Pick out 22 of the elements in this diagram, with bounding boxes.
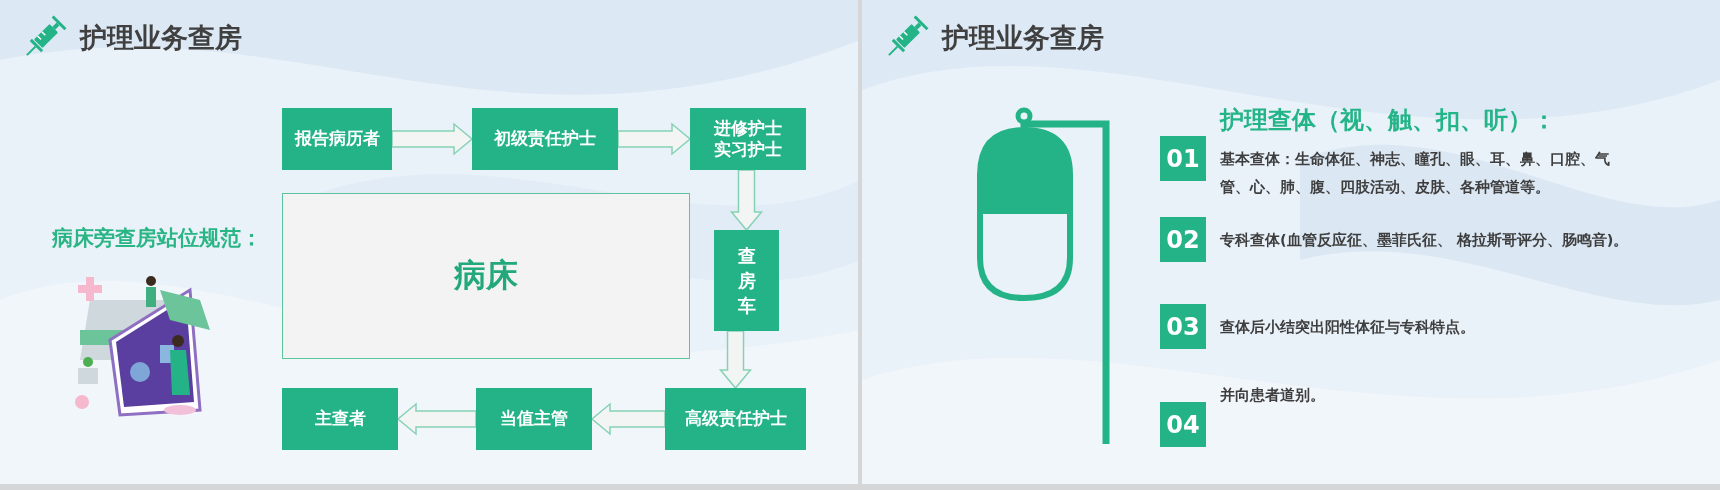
slide-title: 护理业务查房 [80,21,242,55]
section-heading: 病床旁查房站位规范： [52,225,262,252]
process-box: 报告病历者 [282,108,392,170]
process-box: 当值主管 [476,388,592,450]
bed-area-box: 病床 [282,193,690,359]
process-box: 主查者 [282,388,398,450]
process-box: 初级责任护士 [472,108,618,170]
process-box: 高级责任护士 [665,388,806,450]
description-text: 专科查体(血管反应征、墨菲氏征、 格拉斯哥评分、肠鸣音)。 [1220,230,1630,250]
description-text: 基本查体：生命体征、神志、瞳孔、眼、耳、鼻、口腔、气管、心、肺、腹、四肢活动、皮肤、各种管道等。 [1220,149,1611,197]
heading: 护理查体（视、触、扣、听）： [1220,105,1556,136]
description-text: 查体后小结突出阳性体征与专科特点。 [1220,317,1476,337]
block-arrow [617,122,692,156]
block-arrow [396,402,477,436]
process-box: 进修护士实习护士 [690,108,806,170]
heading: 护理业务查房 [942,21,1104,55]
block-arrow [718,330,753,390]
block-arrow [729,169,764,232]
cart-box: 查房车 [714,230,779,331]
description-text: 并向患者道别。 [1220,385,1326,405]
block-arrow [391,122,474,156]
block-arrow [590,402,666,436]
